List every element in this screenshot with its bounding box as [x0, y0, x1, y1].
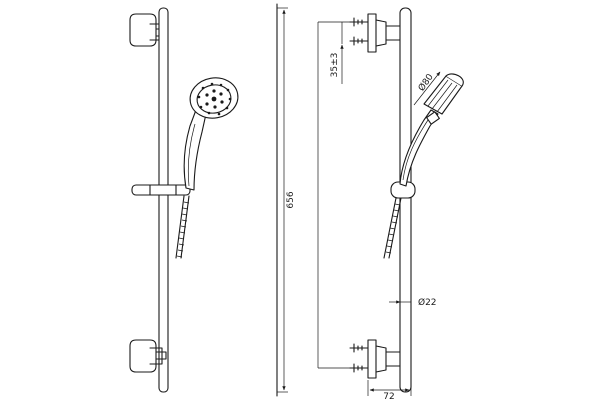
hand-shower-side	[399, 73, 464, 187]
hose-side	[383, 197, 402, 259]
wall-offset-label: 72	[383, 392, 394, 400]
head-diameter-label: Ø80	[416, 72, 436, 94]
rail-diameter-label: Ø22	[418, 297, 437, 308]
height-dimension-label: 656	[286, 191, 296, 208]
height-dimension: 656	[277, 7, 296, 393]
shower-hose-front	[175, 195, 190, 259]
screw-spacing-label: 35±3	[330, 53, 340, 78]
rail-diameter-dimension: Ø22	[389, 297, 437, 308]
bottom-wall-bracket	[129, 339, 167, 373]
wall-offset-dimension: 72	[367, 380, 412, 400]
rail-side	[399, 7, 412, 393]
side-view: 656 35±3	[276, 3, 464, 400]
front-view	[129, 7, 239, 393]
hand-shower-handle	[183, 109, 207, 191]
slide-rail	[158, 7, 169, 393]
bottom-bracket-side	[349, 339, 401, 379]
screw-spacing-dimension: 35±3	[330, 22, 344, 84]
shower-head-front	[189, 77, 239, 119]
top-bracket-side	[349, 13, 401, 53]
sliding-holder	[131, 184, 191, 196]
